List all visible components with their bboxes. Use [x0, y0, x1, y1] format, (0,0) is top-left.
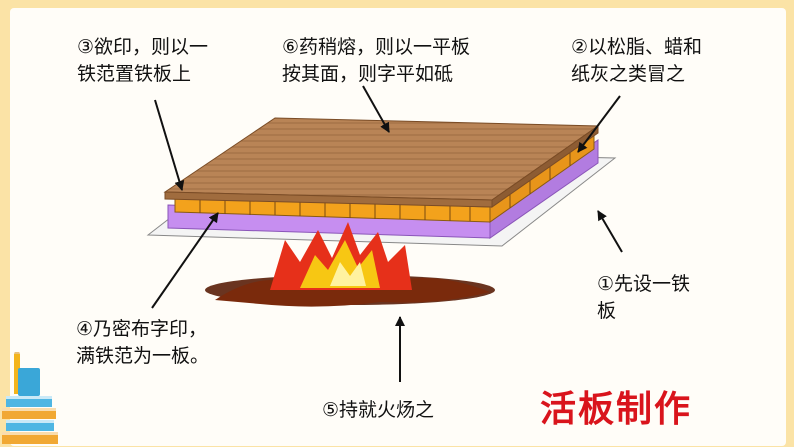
type-block-dividers	[199, 151, 571, 221]
arrow-step2	[577, 95, 621, 153]
label-step6: ⑥药稍熔，则以一平板 按其面，则字平如砥	[282, 36, 471, 85]
arrow-step4	[151, 212, 219, 309]
label-step4: ④乃密布字印， 满铁范为一板。	[76, 318, 210, 367]
books-pencil-icon	[2, 352, 58, 444]
fire-icon	[205, 222, 495, 307]
wooden-board	[163, 117, 600, 208]
label-step1: ①先设一铁 板	[597, 273, 691, 322]
arrow-step6	[362, 85, 390, 133]
page-title: 活板制作	[540, 389, 693, 430]
label-step2: ②以松脂、蜡和 纸灰之类冒之	[571, 36, 703, 85]
label-step3: ③欲印，则以一 铁范置铁板上	[77, 36, 209, 85]
arrow-step1	[597, 210, 623, 253]
label-step5: ⑤持就火炀之	[322, 399, 435, 421]
arrow-step3	[154, 99, 185, 191]
